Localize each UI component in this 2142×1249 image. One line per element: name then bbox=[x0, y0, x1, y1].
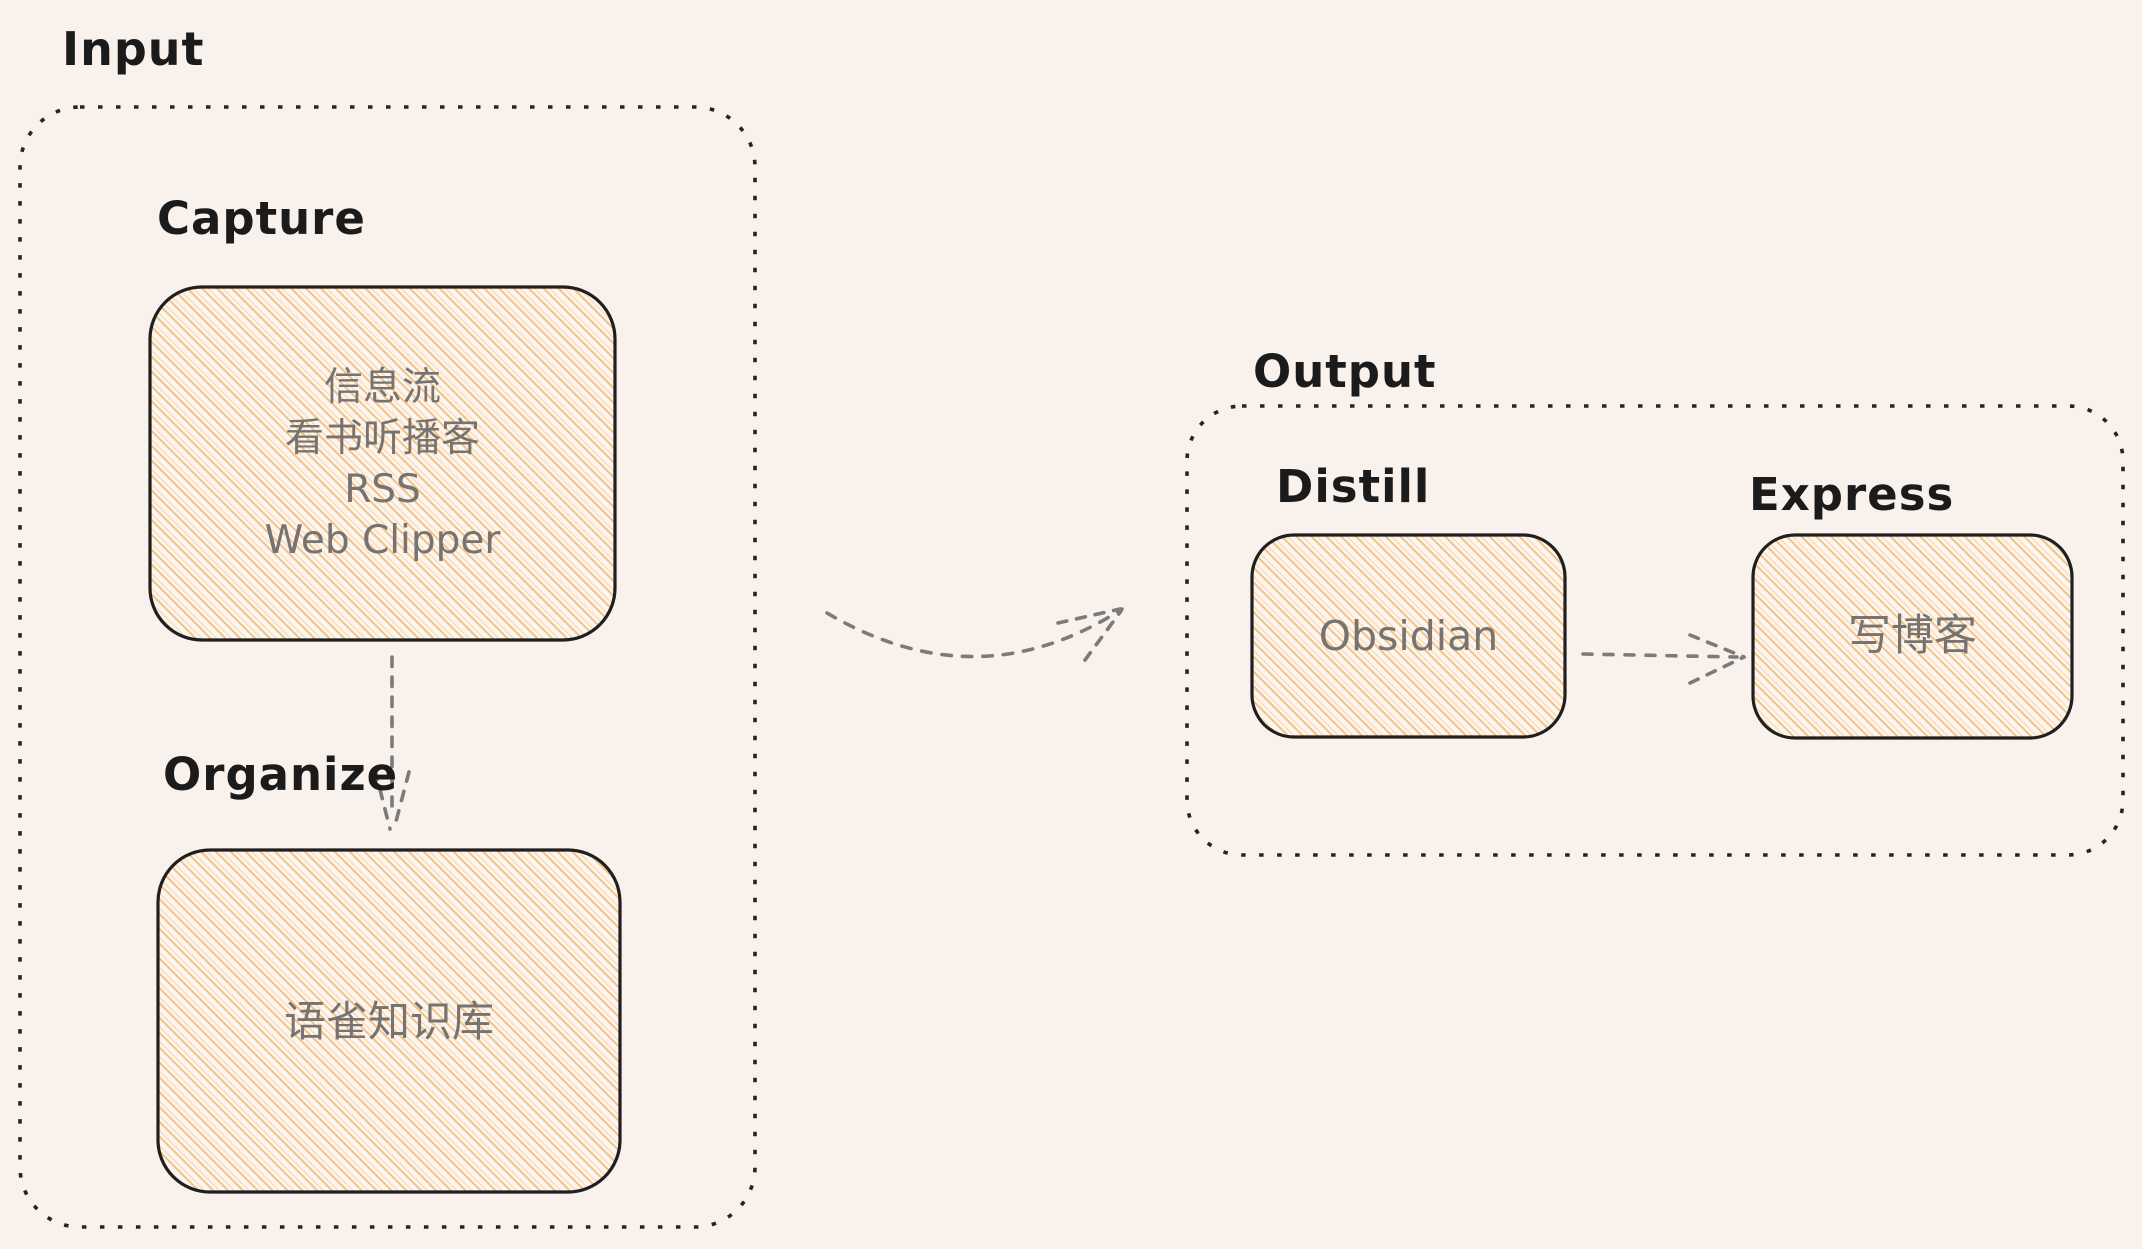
organize-box bbox=[156, 848, 622, 1194]
capture-box bbox=[148, 285, 617, 642]
express-box-hachure bbox=[1751, 533, 2074, 740]
distill-to-express-arrow-icon bbox=[1581, 633, 1746, 685]
capture-step-label: Capture bbox=[157, 192, 366, 245]
express-box bbox=[1751, 533, 2074, 740]
distill-step-label: Distill bbox=[1276, 460, 1431, 513]
express-step-label: Express bbox=[1749, 468, 1955, 521]
input-group-container bbox=[18, 105, 757, 1229]
output-group-container bbox=[1185, 404, 2125, 857]
input-group-label: Input bbox=[62, 22, 205, 76]
input-to-output-arrow-icon bbox=[825, 607, 1124, 662]
output-group-label: Output bbox=[1253, 345, 1437, 398]
capture-to-organize-arrow-icon bbox=[373, 655, 411, 831]
capture-box-hachure bbox=[148, 285, 617, 642]
organize-step-label: Organize bbox=[163, 748, 399, 801]
distill-box bbox=[1250, 533, 1567, 739]
distill-box-hachure bbox=[1250, 533, 1567, 739]
organize-box-hachure bbox=[156, 848, 622, 1194]
